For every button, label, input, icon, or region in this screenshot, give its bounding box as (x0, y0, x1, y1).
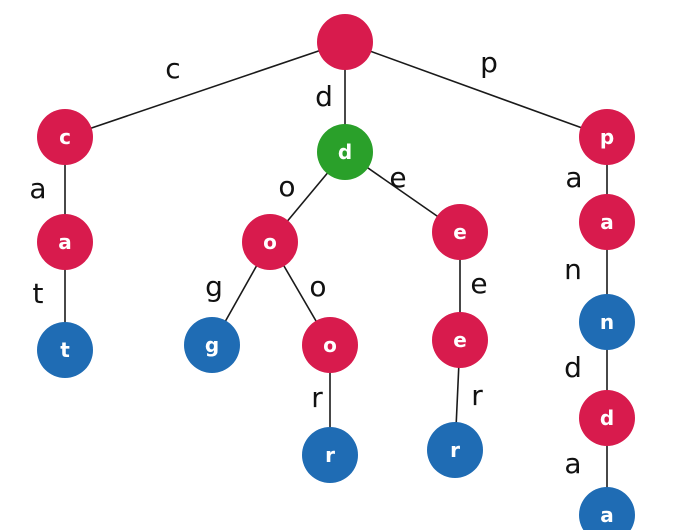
trie-node-n (579, 294, 635, 350)
node-label-a2: a (600, 210, 614, 234)
edge-label-o2-r1: r (311, 381, 323, 414)
edge-label-a2-n: n (564, 253, 582, 286)
edge-label-root-p: p (480, 46, 498, 79)
node-label-d2: d (600, 406, 614, 430)
trie-node-r1 (302, 427, 358, 483)
trie-node-o2 (302, 317, 358, 373)
edge-label-c-a1: a (29, 172, 46, 205)
node-label-r2: r (450, 438, 460, 462)
edge-label-n-d2: d (564, 351, 582, 384)
trie-node-root (317, 14, 373, 70)
edge-label-d1-o1: o (278, 170, 295, 203)
edge-label-e2-r2: r (471, 379, 483, 412)
trie-node-e2 (432, 312, 488, 368)
trie-node-d2 (579, 390, 635, 446)
trie-node-a2 (579, 194, 635, 250)
trie-node-a1 (37, 214, 93, 270)
trie-node-o1 (242, 214, 298, 270)
edge-label-o1-g: g (205, 270, 223, 303)
node-label-r1: r (325, 443, 335, 467)
trie-node-g (184, 317, 240, 373)
trie-edge-root-p (344, 41, 608, 138)
node-label-o1: o (263, 230, 277, 254)
node-label-p: p (600, 125, 614, 149)
node-label-g: g (205, 333, 219, 357)
node-label-n: n (600, 310, 614, 334)
edge-label-p-a2: a (565, 161, 582, 194)
node-label-c: c (59, 125, 71, 149)
trie-node-t (37, 322, 93, 378)
node-label-t: t (60, 338, 70, 362)
node-label-o2: o (323, 333, 337, 357)
edge-label-root-c: c (165, 52, 180, 85)
edge-label-d1-e1: e (389, 161, 406, 194)
node-label-a1: a (58, 230, 72, 254)
node-label-a3: a (600, 503, 614, 527)
node-label-d1: d (338, 140, 352, 164)
node-label-e2: e (453, 328, 467, 352)
trie-node-p (579, 109, 635, 165)
edge-label-a1-t: t (33, 277, 44, 310)
edge-label-root-d1: d (315, 80, 333, 113)
edge-label-o1-o2: o (309, 270, 326, 303)
edge-label-d2-a3: a (564, 447, 581, 480)
trie-node-a3 (579, 487, 635, 530)
trie-node-d1 (317, 124, 373, 180)
trie-node-r2 (427, 422, 483, 478)
node-label-e1: e (453, 220, 467, 244)
trie-node-c (37, 109, 93, 165)
trie-node-e1 (432, 204, 488, 260)
edge-label-e1-e2: e (470, 267, 487, 300)
trie-edge-root-c (64, 41, 346, 138)
